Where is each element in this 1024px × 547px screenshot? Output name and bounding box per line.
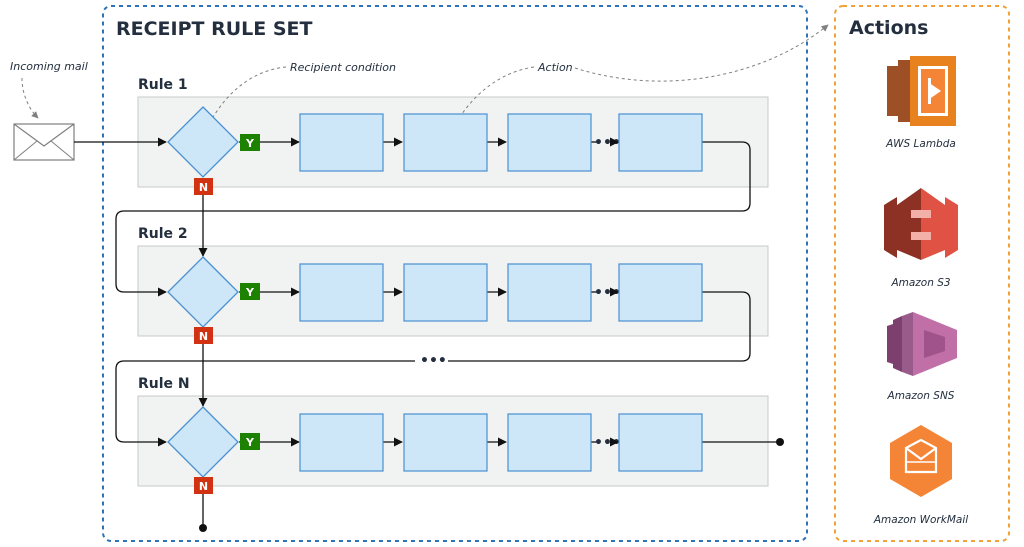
action-box xyxy=(507,113,592,172)
rule-2-label: Rule 2 xyxy=(138,226,188,242)
rule-2-no-badge: N xyxy=(194,327,213,344)
no-match-end-dot xyxy=(199,524,207,532)
envelope-icon xyxy=(13,123,75,161)
svg-text:N: N xyxy=(199,330,208,343)
s3-icon xyxy=(884,188,958,260)
lambda-icon xyxy=(887,56,956,126)
svg-text:•••: ••• xyxy=(594,135,621,151)
recipient-condition-label: Recipient condition xyxy=(290,61,396,74)
rule-1-condition-diamond xyxy=(167,106,239,178)
svg-text:N: N xyxy=(199,480,208,493)
incoming-mail-pointer xyxy=(21,77,39,119)
rule-1-actions xyxy=(299,113,703,172)
svg-text:•••: ••• xyxy=(594,435,621,451)
rules-ellipsis: ••• xyxy=(420,353,447,369)
action-box xyxy=(299,263,384,322)
amazon-workmail-label: Amazon WorkMail xyxy=(873,514,968,526)
action-box xyxy=(299,113,384,172)
rule-n-yes-badge: Y xyxy=(240,433,260,450)
action-box xyxy=(299,413,384,472)
svg-text:N: N xyxy=(199,181,208,194)
actions-panel-frame xyxy=(834,5,1010,542)
svg-text:Y: Y xyxy=(245,436,255,449)
rule-n-no-badge: N xyxy=(194,477,213,494)
rule-n-label: Rule N xyxy=(138,376,190,392)
rule-n-end-dot xyxy=(776,438,784,446)
receipt-rule-set-frame xyxy=(102,5,808,542)
svg-text:Y: Y xyxy=(245,286,255,299)
sns-icon xyxy=(887,312,957,376)
rule-2-actions xyxy=(299,263,703,322)
action-box xyxy=(507,263,592,322)
amazon-s3-label: Amazon S3 xyxy=(890,277,950,289)
action-label: Action xyxy=(537,61,573,74)
recipient-condition-pointer xyxy=(204,66,287,133)
action-box xyxy=(618,263,703,322)
actions-panel-title: Actions xyxy=(849,17,928,39)
action-box xyxy=(403,263,488,322)
row-2-ellipsis: ••• xyxy=(594,285,621,301)
rule-1-no-badge: N xyxy=(194,178,213,195)
rule-1-yes-badge: Y xyxy=(240,134,260,151)
workmail-icon xyxy=(890,425,952,497)
svg-text:•••: ••• xyxy=(594,285,621,301)
action-box xyxy=(618,113,703,172)
action-box xyxy=(403,113,488,172)
action-box xyxy=(403,413,488,472)
incoming-mail-label: Incoming mail xyxy=(10,60,88,73)
rule-1-label: Rule 1 xyxy=(138,77,188,93)
actions-panel-pointer xyxy=(574,24,829,82)
row-n-ellipsis: ••• xyxy=(594,435,621,451)
rule-2-yes-badge: Y xyxy=(240,283,260,300)
aws-lambda-label: AWS Lambda xyxy=(885,138,956,150)
svg-text:Y: Y xyxy=(245,137,255,150)
action-box xyxy=(507,413,592,472)
amazon-sns-label: Amazon SNS xyxy=(887,390,955,402)
receipt-rule-set-title: RECEIPT RULE SET xyxy=(116,18,313,40)
row-1-ellipsis: ••• xyxy=(594,135,621,151)
action-box xyxy=(618,413,703,472)
rule-n-actions xyxy=(299,413,703,472)
flow-connectors xyxy=(74,137,780,528)
